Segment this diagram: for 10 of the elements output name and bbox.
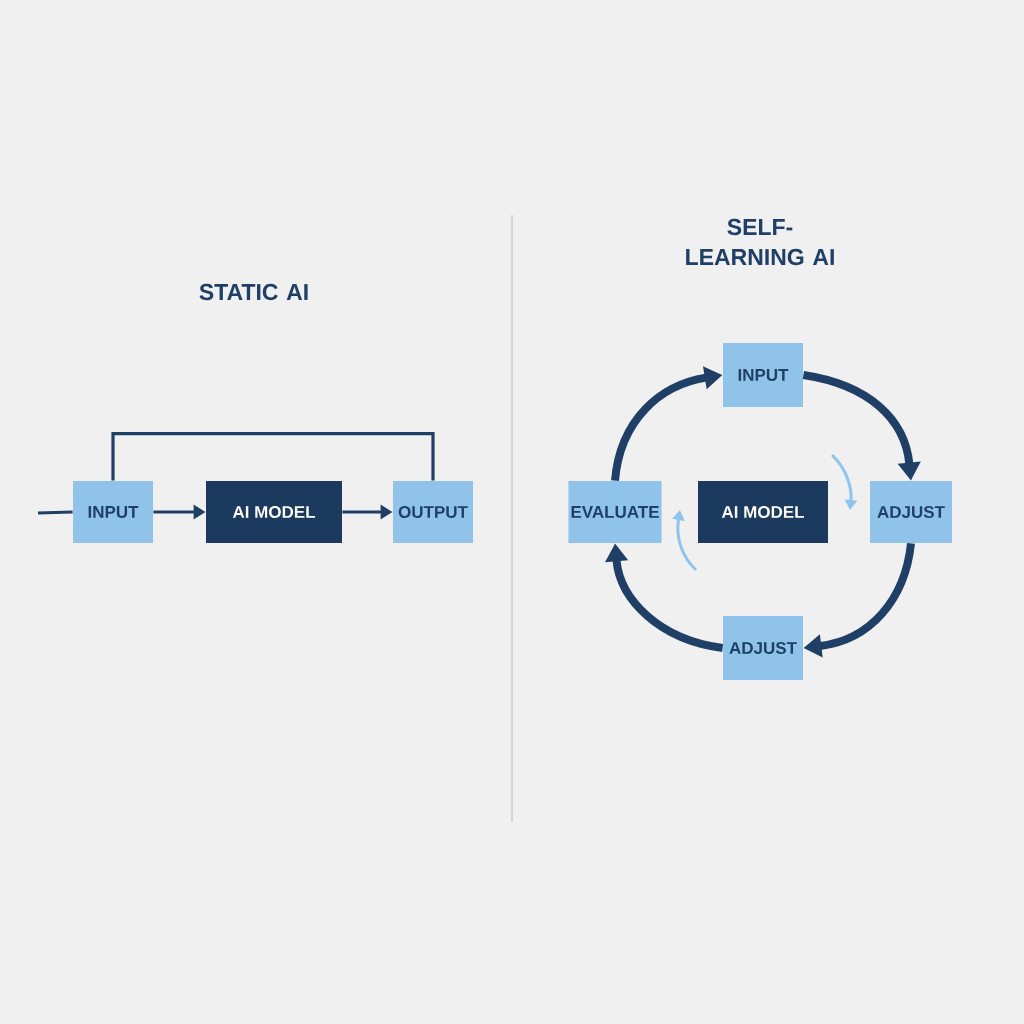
model-box: AI MODEL	[206, 481, 342, 543]
process-box: ADJUST	[870, 481, 952, 543]
process-box: INPUT	[73, 481, 153, 543]
process-box: INPUT	[723, 343, 803, 407]
model-box: AI MODEL	[698, 481, 828, 543]
heading: SELF-LEARNING AI	[686, 218, 834, 266]
process-box: ADJUST	[723, 616, 803, 680]
heading: STATIC AI	[199, 283, 308, 301]
process-box: OUTPUT	[393, 481, 473, 543]
process-box: EVALUATE	[568, 481, 662, 543]
